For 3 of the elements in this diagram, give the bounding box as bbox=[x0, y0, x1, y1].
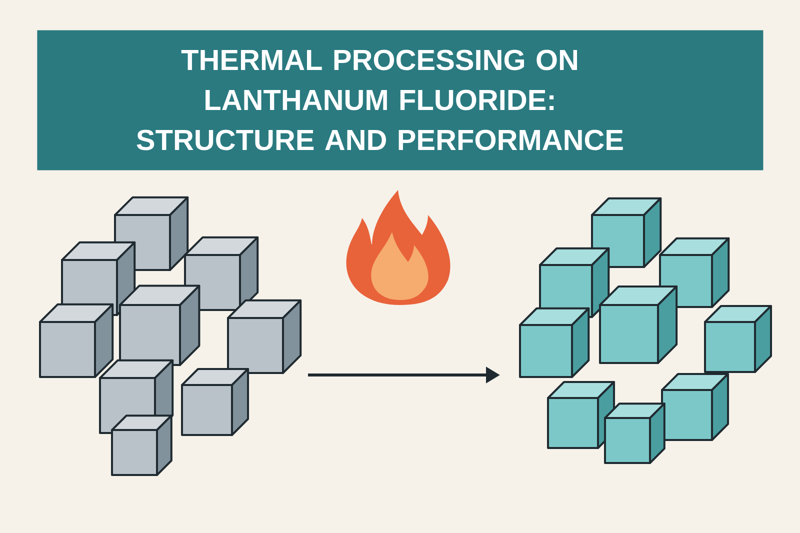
title-banner: THERMAL PROCESSING ON LANTHANUM FLUORIDE: STRUCTURE AND PERFORMANCE bbox=[37, 30, 764, 170]
cube-cluster-drawing bbox=[519, 197, 772, 464]
cube-cluster-drawing bbox=[39, 196, 302, 476]
